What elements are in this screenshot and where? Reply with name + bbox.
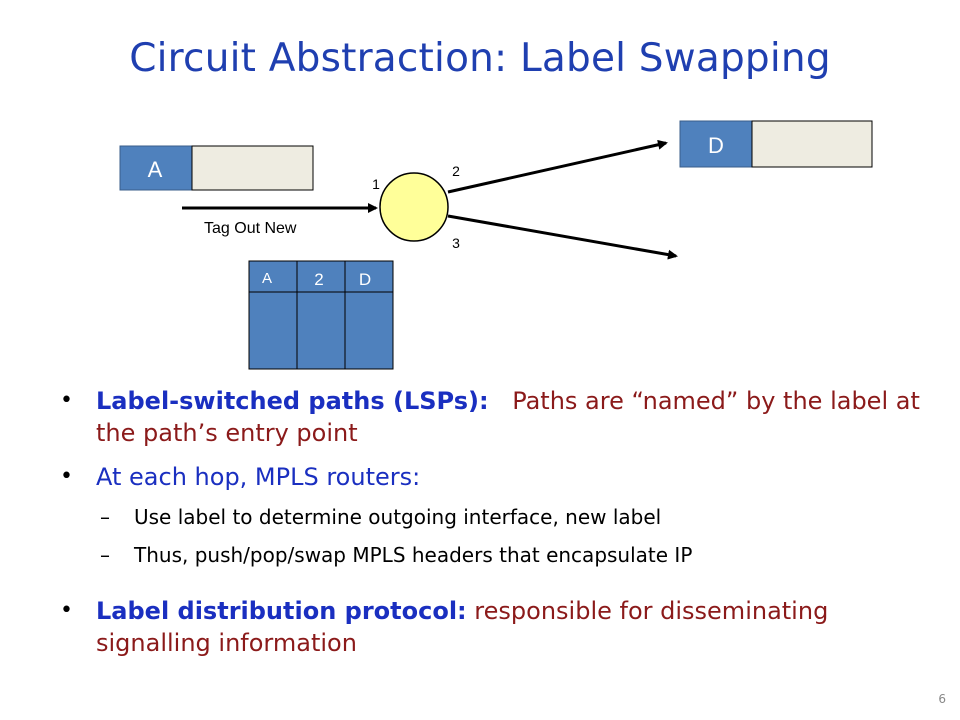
outgoing-link-lower-arrow xyxy=(447,214,678,260)
bullet-list: Label-switched paths (LSPs): Paths are “… xyxy=(60,385,920,659)
page-number: 6 xyxy=(938,692,946,706)
table-caption: Tag Out New xyxy=(204,220,297,237)
slide-title: Circuit Abstraction: Label Swapping xyxy=(129,36,831,81)
bullet-hop: At each hop, MPLS routers: xyxy=(60,461,920,493)
outgoing-link-upper-arrow xyxy=(447,139,668,194)
router-node xyxy=(379,172,449,242)
subbullet-label: Use label to determine outgoing interfac… xyxy=(60,503,920,531)
packet-in: A xyxy=(119,145,314,191)
port-label-out-lower: 3 xyxy=(452,235,460,251)
label-swap-diagram: A D 1 2 3 Tag Out New A 2 D xyxy=(119,120,873,370)
bullet-hop-text: At each hop, MPLS routers: xyxy=(96,463,421,491)
packet-out: D xyxy=(679,120,873,168)
table-cell-tag: A xyxy=(262,270,272,287)
bullet-ldp-text: responsible for disseminating signalling… xyxy=(96,597,829,657)
bullet-lsp-text: Paths are “named” by the label at the pa… xyxy=(96,387,920,447)
packet-in-header: A xyxy=(148,157,163,182)
table-cell-new: D xyxy=(359,270,371,289)
bullet-ldp-lead: Label distribution protocol: xyxy=(96,597,467,625)
bullet-lsp: Label-switched paths (LSPs): Paths are “… xyxy=(60,385,920,449)
bullet-ldp: Label distribution protocol: responsible… xyxy=(60,595,920,659)
subbullet-push: Thus, push/pop/swap MPLS headers that en… xyxy=(60,541,920,569)
subbullet-push-text: Thus, push/pop/swap MPLS headers that en… xyxy=(134,543,693,567)
port-label-out-upper: 2 xyxy=(452,163,460,179)
table-cell-out: 2 xyxy=(314,270,323,289)
port-label-in: 1 xyxy=(372,176,380,192)
packet-out-header: D xyxy=(708,133,724,158)
subbullet-label-text: Use label to determine outgoing interfac… xyxy=(134,505,662,529)
bullet-lsp-lead: Label-switched paths (LSPs): xyxy=(96,387,489,415)
label-table: A 2 D xyxy=(248,260,394,370)
